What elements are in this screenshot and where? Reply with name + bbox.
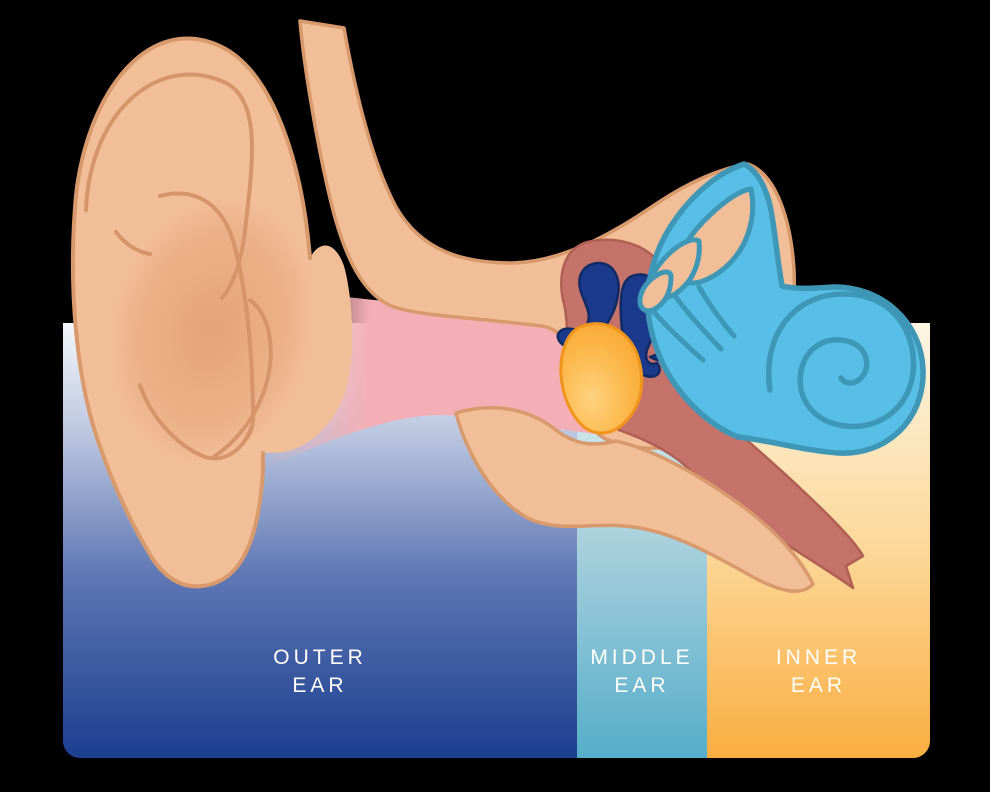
middle-ear-label-line1: MIDDLE [590,646,694,669]
canal-duct-line-1 [696,284,737,339]
outer-ear-label-line1: OUTER [273,646,367,669]
pinna [70,36,353,589]
outer-ear-label-line2: EAR [292,674,348,697]
semicircular-canal-lateral [637,269,674,314]
inner-ear-label-line1: INNER [775,646,862,669]
canal-duct-line-3 [650,308,706,363]
jaw-skin-band [454,405,815,593]
outer-ear-label: OUTER EAR [63,644,577,700]
inner-ear-label-line2: EAR [790,674,847,697]
cochlea-spiral [766,291,917,430]
middle-ear-label: MIDDLE EAR [577,644,707,700]
inner-ear-label: INNER EAR [707,644,930,700]
middle-ear-label-line2: EAR [614,674,670,697]
tragus-notch-line [114,230,152,256]
lobe-curve-line [138,383,253,461]
pinna-outline [70,36,312,589]
helix-inner-rim-line [84,72,254,300]
antihelix-line [158,191,256,440]
concha-rim-line [210,298,273,460]
malleus-bone [556,261,620,354]
canal-duct-line-2 [672,293,724,352]
inner-ear-labyrinth [637,161,926,456]
eardrum [559,322,644,435]
